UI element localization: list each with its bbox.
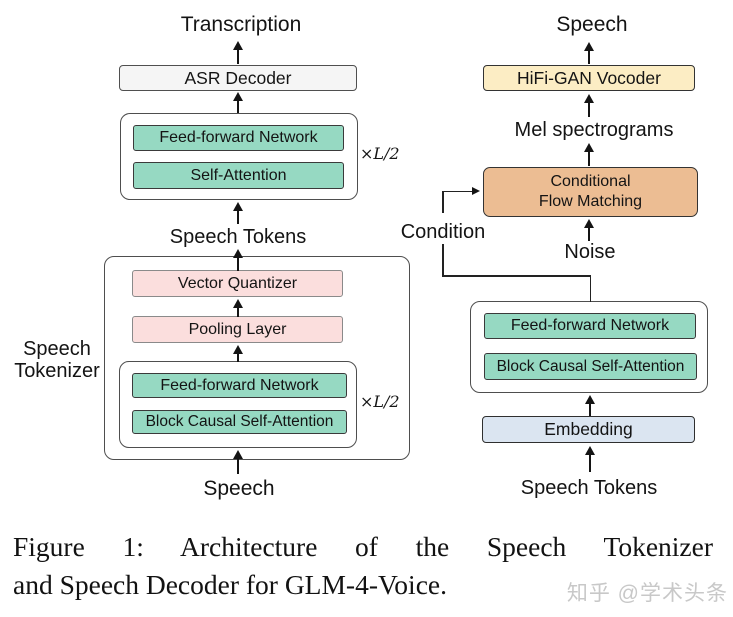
vector-quantizer-box: Vector Quantizer [132,270,343,297]
speech-input-label: Speech [203,477,275,500]
noise-label: Noise [564,241,616,263]
caption-line2: and Speech Decoder for GLM-4-Voice. [13,569,447,600]
flow-arrow-cfm-to-mel [584,143,594,166]
flow-arrow-asr-to-transcription [233,41,243,64]
transcription-label: Transcription [180,13,302,36]
block-causal-self-attention-box-left: Block Causal Self-Attention [132,410,347,434]
repeat-count-label-bottom: ×L/2 [360,392,400,411]
watermark-text: 知乎 @学术头条 [566,582,728,605]
arrowhead-icon [233,345,243,354]
arrowhead-icon [584,143,594,152]
pooling-layer-box: Pooling Layer [132,316,343,343]
pooling-layer-label: Pooling Layer [188,320,287,338]
flow-arrow-encblock2-to-pool [233,345,243,362]
arrowhead-icon [233,249,243,258]
flow-arrow-vocoder-to-speech [584,42,594,64]
ffn-label: Feed-forward Network [160,376,319,394]
cfm-label-line1: Conditional [550,173,631,190]
condition-path-riser [589,275,592,303]
repeat-count-label-top: ×L/2 [360,144,400,163]
flow-arrow-tokens-to-encblock [233,202,243,224]
condition-path-horizontal-lower [442,275,591,278]
embedding-label: Embedding [544,419,633,439]
arrowhead-icon [233,202,243,211]
ffn-label: Feed-forward Network [510,317,670,334]
conditional-flow-matching-box: Conditional Flow Matching [483,167,698,217]
self-attention-box: Self-Attention [133,162,344,189]
condition-path-vertical-upper [442,191,444,213]
arrowhead-icon [233,92,243,101]
mel-spectrograms-label: Mel spectrograms [514,119,674,141]
arrowhead-icon [584,42,594,51]
ffn-box-top-left: Feed-forward Network [133,125,344,151]
arrowhead-icon [233,299,243,308]
speech-tokenizer-group-label: Speech Tokenizer [7,338,107,382]
flow-arrow-tokens-to-embedding [585,446,595,472]
flow-arrow-embedding-to-decoder [585,395,595,416]
ffn-box-bottom-left: Feed-forward Network [132,373,347,398]
arrowhead-icon [585,395,595,404]
asr-decoder-box: ASR Decoder [119,65,357,91]
speech-output-label: Speech [556,13,628,36]
vector-quantizer-label: Vector Quantizer [177,274,298,292]
arrowhead-icon [233,450,243,459]
condition-arrowhead-icon [472,187,480,195]
arrowhead-icon [584,94,594,103]
caption-line1: Figure 1: Architecture of the Speech Tok… [13,531,713,562]
flow-arrow-noise-to-cfm [584,219,594,241]
ffn-box-right: Feed-forward Network [484,313,696,339]
hifigan-vocoder-box: HiFi-GAN Vocoder [483,65,695,91]
group-label-line1: Speech [23,338,91,360]
flow-arrow-encblock-to-asr [233,92,243,113]
condition-path-horizontal-upper [442,190,472,193]
flow-arrow-speech-to-tokenizer [233,450,243,474]
flow-arrow-pool-to-vq [233,299,243,317]
arrowhead-icon [584,219,594,228]
speech-tokens-label-left: Speech Tokens [169,226,307,248]
figure-caption: Figure 1: Architecture of the Speech Tok… [13,528,713,604]
self-attention-label: Self-Attention [190,166,287,184]
embedding-box: Embedding [482,416,695,443]
hifigan-vocoder-label: HiFi-GAN Vocoder [517,67,661,88]
arrowhead-icon [233,41,243,50]
condition-path-vertical-lower [442,244,444,277]
ffn-label: Feed-forward Network [159,129,318,146]
conditional-flow-matching-label: Conditional Flow Matching [539,172,642,212]
cfm-label-line2: Flow Matching [538,193,643,210]
flow-arrow-mel-to-vocoder [584,94,594,117]
block-causal-self-attention-label: Block Causal Self-Attention [496,357,685,375]
asr-decoder-label: ASR Decoder [184,67,292,88]
arrowhead-icon [585,446,595,455]
block-causal-self-attention-box-right: Block Causal Self-Attention [484,353,697,380]
speech-tokens-label-right: Speech Tokens [520,477,658,499]
flow-arrow-vq-to-tokens [233,249,243,271]
condition-label: Condition [400,221,486,243]
group-label-line2: Tokenizer [14,360,100,382]
block-causal-self-attention-label: Block Causal Self-Attention [145,413,334,430]
